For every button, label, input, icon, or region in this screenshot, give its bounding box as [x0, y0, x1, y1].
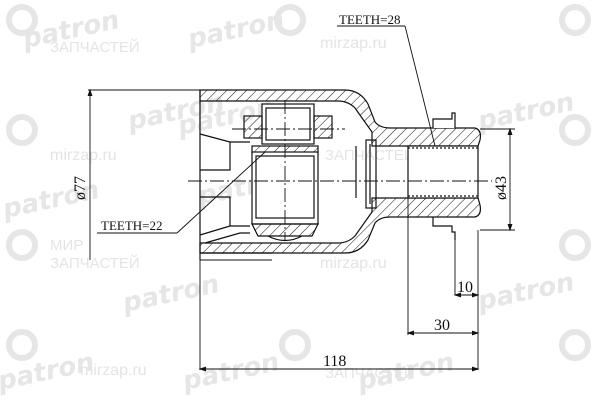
- pin-logo-icon: [6, 4, 591, 361]
- roller-bushing-right: [313, 115, 333, 139]
- label-dim-118: 118: [323, 353, 346, 370]
- label-dim-30: 30: [434, 317, 450, 334]
- watermark-line2: ЗАПЧАСТЕЙ: [50, 38, 140, 56]
- leader-teeth-28: [404, 25, 436, 147]
- watermark-site: mirzap.ru: [50, 147, 117, 164]
- dimension-layer: [87, 25, 515, 372]
- label-teeth-22: TEETH=22: [101, 218, 162, 233]
- housing-bottom-section: [199, 197, 482, 254]
- stub-spline-bore: [407, 145, 479, 199]
- label-teeth-28: TEETH=28: [339, 12, 400, 27]
- label-diameter-43: ø43: [493, 176, 510, 200]
- label-diameter-77: ø77: [72, 176, 89, 200]
- svg-text:ЗАПЧАСТЕЙ: ЗАПЧАСТЕЙ: [325, 364, 415, 382]
- retaining-clip-top: [432, 112, 456, 128]
- svg-text:patron: patron: [474, 267, 577, 317]
- watermark-line1: МИР: [50, 237, 83, 254]
- leader-teeth-22: [176, 151, 266, 234]
- svg-text:patron: patron: [119, 269, 222, 319]
- svg-text:mirzap.ru: mirzap.ru: [80, 362, 147, 379]
- svg-text:patron: patron: [179, 347, 282, 397]
- roller-bushing-left: [243, 115, 263, 139]
- svg-text:mirzap.ru: mirzap.ru: [320, 255, 387, 272]
- label-dim-10: 10: [457, 279, 473, 296]
- svg-text:patron: patron: [184, 5, 287, 55]
- svg-text:mirzap.ru: mirzap.ru: [320, 35, 387, 52]
- roller-body: [261, 103, 315, 145]
- circlip: [365, 139, 377, 209]
- housing-top-section: [199, 89, 482, 147]
- svg-text:ЗАПЧАСТЕЙ: ЗАПЧАСТЕЙ: [50, 254, 140, 272]
- retaining-clip-bottom: [432, 217, 456, 240]
- cv-joint-drawing: [188, 89, 492, 261]
